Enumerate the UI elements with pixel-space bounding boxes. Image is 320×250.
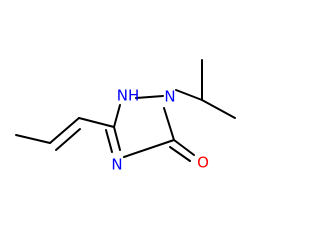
bond-n2-ch	[175, 89, 203, 101]
bond-ca-cb-double-b	[55, 128, 81, 151]
bond-n2-c3	[163, 107, 175, 141]
bond-c5-ca	[78, 117, 115, 128]
bond-n4-c5-double-b	[105, 129, 113, 153]
bond-cb-ch3	[15, 134, 51, 144]
bond-c3-o-double-a	[173, 139, 195, 156]
bond-ch-ch3-right	[201, 99, 236, 119]
bond-ca-cb-double-a	[49, 117, 80, 144]
bond-c5-n1h	[113, 104, 121, 128]
bond-n1h-n2	[135, 95, 164, 99]
atom-label-n1: N	[164, 88, 175, 106]
bond-n4-c5-double-a	[113, 126, 121, 151]
bond-c3-n4	[123, 139, 175, 158]
bond-c3-o-double-b	[169, 146, 191, 162]
molecule-structure: NH N N O	[15, 59, 236, 174]
atom-label-nh: NH	[117, 87, 140, 105]
atom-label-o: O	[197, 154, 209, 172]
atom-label-n4: N	[111, 156, 122, 174]
